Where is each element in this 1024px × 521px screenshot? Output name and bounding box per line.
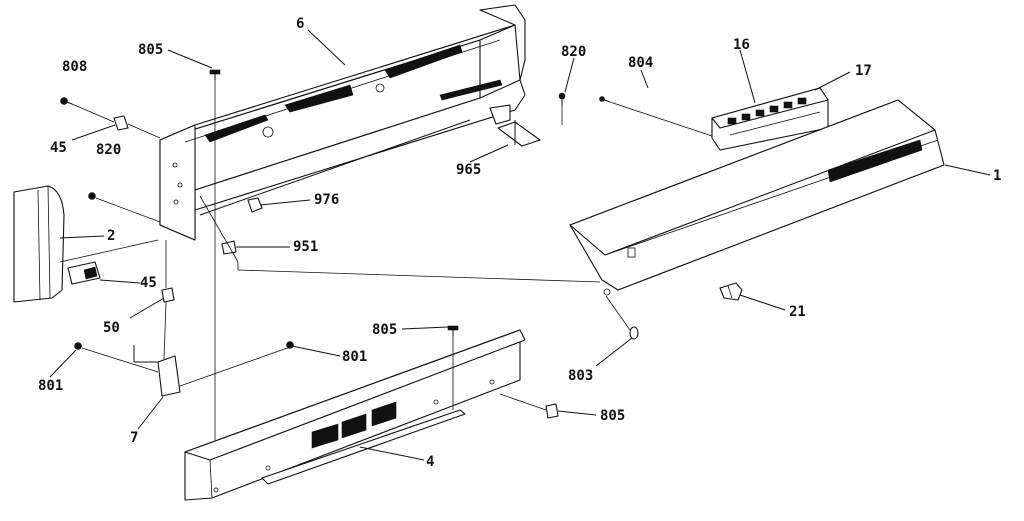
callout-803: 803 (568, 368, 593, 384)
clip-45-top (113, 115, 129, 131)
screw-805-mid (447, 325, 459, 336)
callout-16: 16 (733, 37, 750, 53)
nut-976 (247, 197, 263, 213)
callout-951: 951 (293, 239, 318, 255)
callout-1: 1 (993, 168, 1001, 184)
callout-965: 965 (456, 162, 481, 178)
leader-lines (49, 29, 991, 461)
part-16-17-control-board (711, 87, 829, 151)
callout-17: 17 (855, 63, 872, 79)
part-4-lower-trim (184, 329, 526, 501)
clip-50 (161, 287, 175, 303)
callout-820-top: 820 (561, 44, 586, 60)
screw-803 (629, 326, 639, 340)
callout-6: 6 (296, 16, 304, 32)
callout-4: 4 (426, 454, 434, 470)
callout-805-mid: 805 (372, 322, 397, 338)
callout-805-right: 805 (600, 408, 625, 424)
fasteners (60, 69, 639, 419)
callout-976: 976 (314, 192, 339, 208)
part-965-bracket (497, 120, 541, 147)
part-1-control-panel (569, 99, 945, 296)
screw-804 (599, 96, 611, 103)
callout-7: 7 (130, 430, 138, 446)
callout-820-left: 820 (96, 142, 121, 158)
callout-21: 21 (789, 304, 806, 320)
callout-804: 804 (628, 55, 653, 71)
assembly-lines (59, 80, 713, 440)
callout-801-right: 801 (342, 349, 367, 365)
screw-820-top (558, 92, 566, 106)
screw-808 (60, 97, 73, 105)
screw-805-top (209, 69, 221, 80)
callout-2: 2 (107, 228, 115, 244)
screw-805-right (545, 403, 559, 419)
callout-801-left: 801 (38, 378, 63, 394)
callout-45-lower: 45 (140, 275, 157, 291)
screw-820-left (88, 192, 96, 200)
screw-801-right (286, 341, 294, 349)
part-6-rear-bracket (159, 4, 526, 241)
part-45-clip-lower (67, 261, 101, 285)
callout-50: 50 (103, 320, 120, 336)
callout-805-top: 805 (138, 42, 163, 58)
screw-801-left (74, 342, 82, 350)
clip-951 (221, 240, 237, 255)
part-7-bracket (133, 345, 181, 397)
part-21-knob (719, 282, 743, 301)
callout-45-top: 45 (50, 140, 67, 156)
callout-808: 808 (62, 59, 87, 75)
part-2-end-cap (13, 185, 65, 303)
callout-labels: 805 6 808 820 804 16 17 45 820 965 1 976… (38, 16, 1001, 470)
